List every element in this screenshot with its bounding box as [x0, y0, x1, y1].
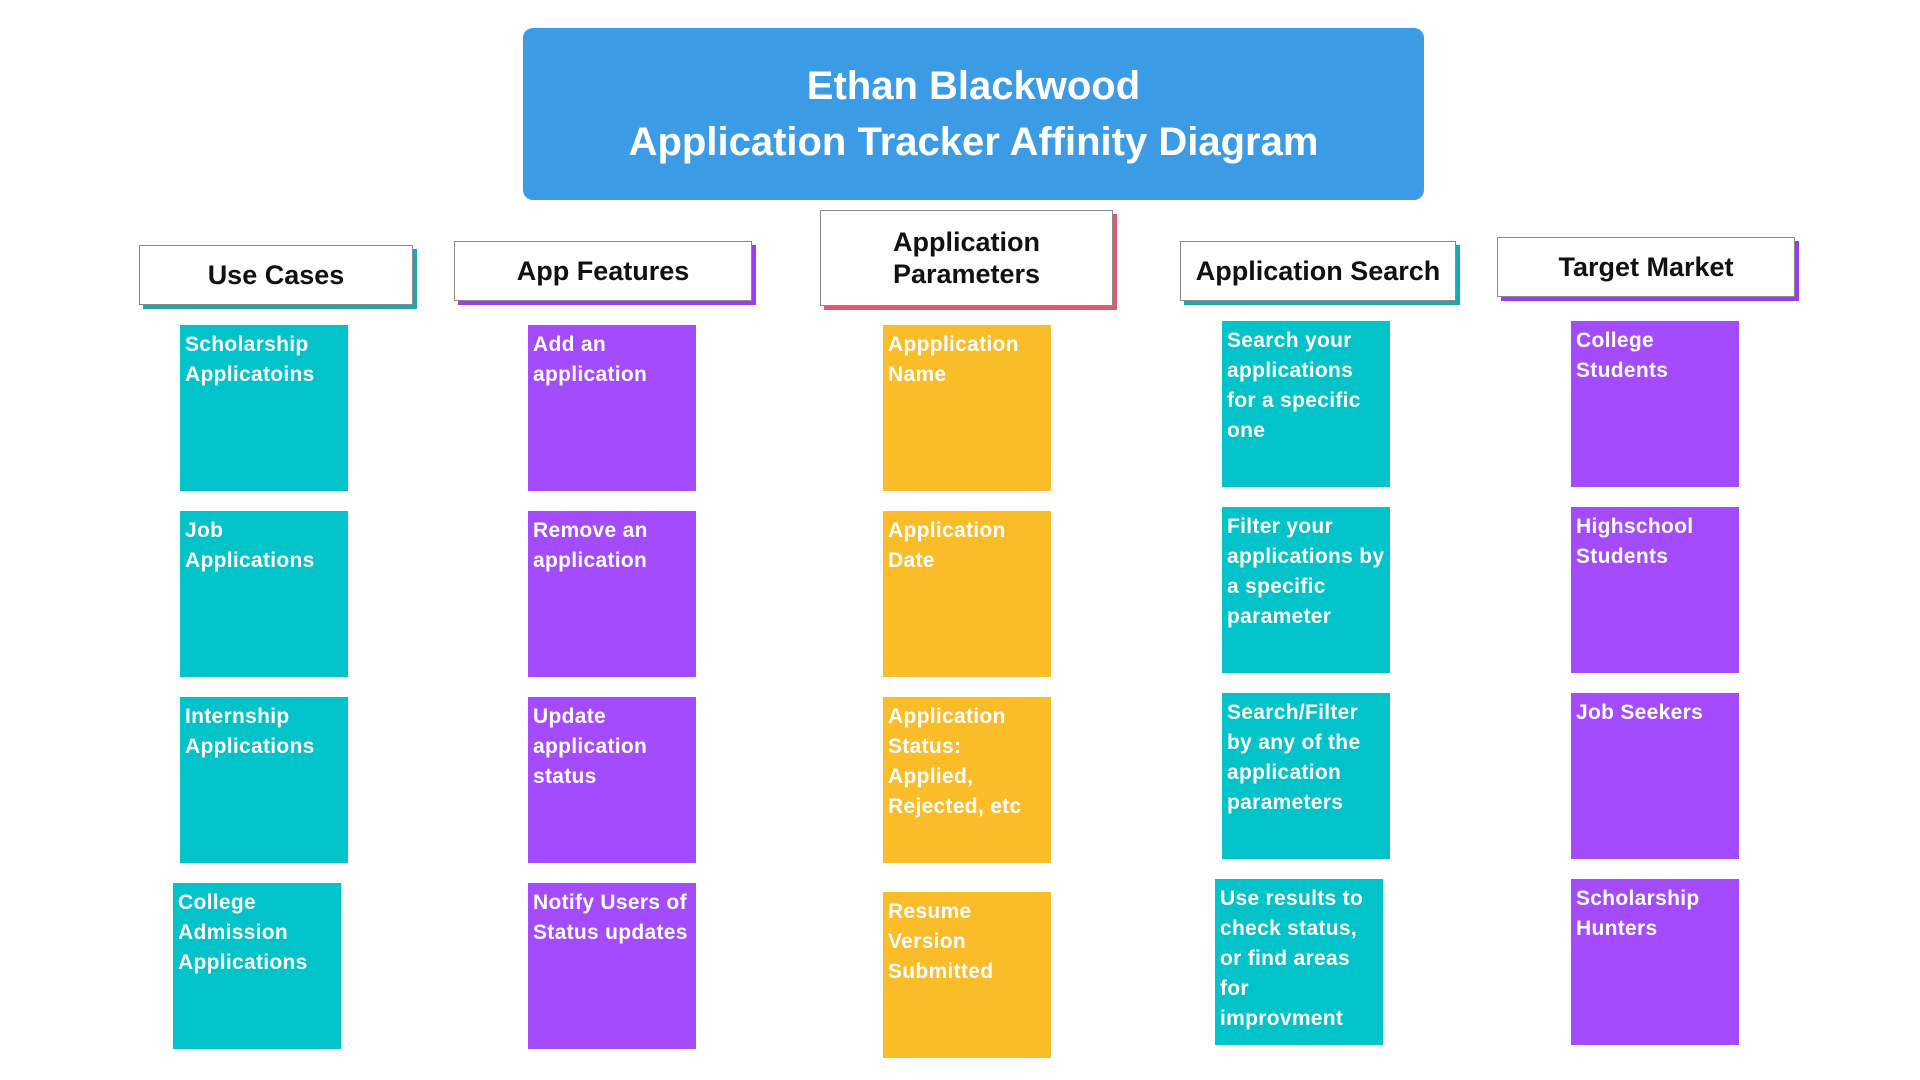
- column-header-application-parameters: Application Parameters: [820, 210, 1113, 306]
- sticky-note: Use results to check status, or find are…: [1215, 879, 1383, 1045]
- sticky-note: Update application status: [528, 697, 696, 863]
- sticky-note: Filter your applications by a specific p…: [1222, 507, 1390, 673]
- sticky-note: Search your applications for a specific …: [1222, 321, 1390, 487]
- sticky-note: Internship Applications: [180, 697, 348, 863]
- sticky-note: Notify Users of Status updates: [528, 883, 696, 1049]
- column-header-application-search: Application Search: [1180, 241, 1456, 301]
- sticky-note: College Admission Applications: [173, 883, 341, 1049]
- sticky-note: Resume Version Submitted: [883, 892, 1051, 1058]
- sticky-note: Add an application: [528, 325, 696, 491]
- sticky-note: Application Date: [883, 511, 1051, 677]
- column-header-target-market: Target Market: [1497, 237, 1795, 297]
- sticky-note: Highschool Students: [1571, 507, 1739, 673]
- diagram-title-name: Ethan Blackwood: [806, 64, 1141, 108]
- sticky-note: Scholarship Applicatoins: [180, 325, 348, 491]
- sticky-note: Appplication Name: [883, 325, 1051, 491]
- sticky-note: Job Applications: [180, 511, 348, 677]
- sticky-note: Search/Filter by any of the application …: [1222, 693, 1390, 859]
- sticky-note: College Students: [1571, 321, 1739, 487]
- diagram-title-subtitle: Application Tracker Affinity Diagram: [628, 120, 1319, 164]
- sticky-note: Scholarship Hunters: [1571, 879, 1739, 1045]
- column-header-use-cases: Use Cases: [139, 245, 413, 305]
- sticky-note: Job Seekers: [1571, 693, 1739, 859]
- column-header-app-features: App Features: [454, 241, 752, 301]
- diagram-title-box: Ethan Blackwood Application Tracker Affi…: [523, 28, 1424, 200]
- sticky-note: Remove an application: [528, 511, 696, 677]
- sticky-note: Application Status: Applied, Rejected, e…: [883, 697, 1051, 863]
